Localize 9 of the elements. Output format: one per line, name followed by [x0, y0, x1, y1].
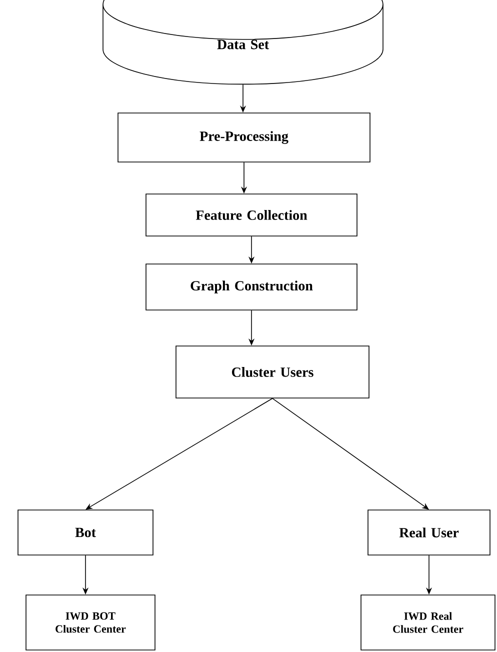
- process-box: Feature Collection: [146, 194, 358, 236]
- process-box: Cluster Users: [176, 346, 370, 398]
- process-box: IWD Real Cluster Center: [360, 594, 496, 650]
- process-box: Bot: [18, 510, 154, 556]
- process-box: Pre-Processing: [118, 112, 370, 162]
- process-box: Graph Construction: [146, 264, 358, 310]
- process-box: IWD BOT Cluster Center: [26, 594, 156, 650]
- database-cylinder: Data Set: [102, 0, 384, 85]
- process-box: Real User: [368, 510, 490, 556]
